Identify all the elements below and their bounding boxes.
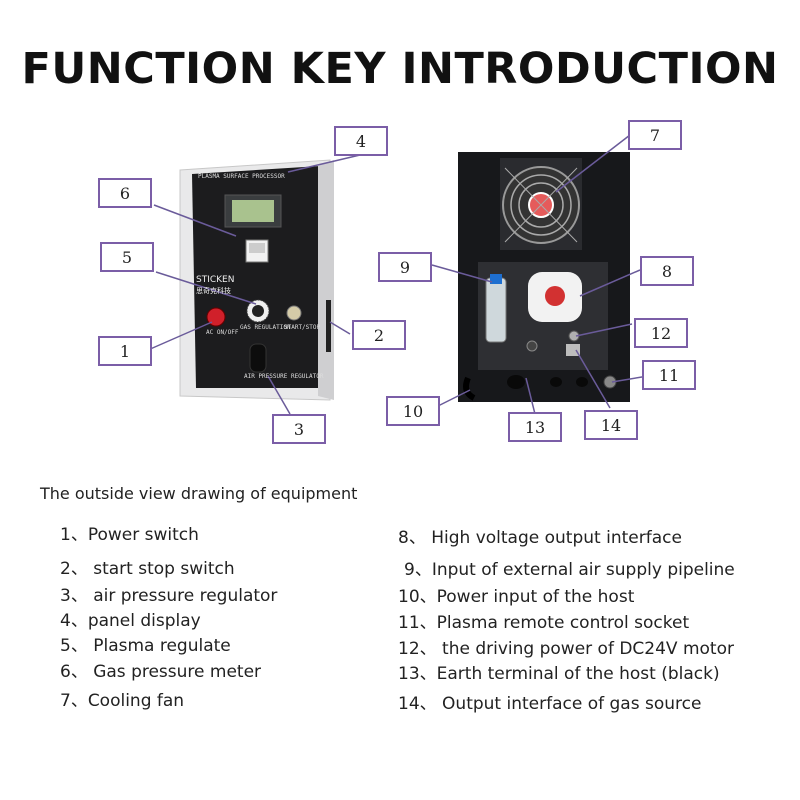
callout-8: 8 (640, 256, 694, 286)
callout-12: 12 (634, 318, 688, 348)
legend-item: 5、 Plasma regulate (60, 636, 231, 656)
front-view (179, 159, 334, 401)
legend-item: 3、 air pressure regulator (60, 586, 278, 606)
callout-6: 6 (98, 178, 152, 208)
callout-14: 14 (584, 410, 638, 440)
legend-item: 8、 High voltage output interface (398, 528, 682, 548)
back-view (458, 152, 630, 402)
legend-item: 7、Cooling fan (60, 691, 185, 711)
figure-caption: The outside view drawing of equipment (40, 484, 358, 503)
legend-item: 11、Plasma remote control socket (398, 613, 690, 633)
legend-item: 12、 the driving power of DC24V motor (398, 639, 734, 659)
callout-1: 1 (98, 336, 152, 366)
callout-4: 4 (334, 126, 388, 156)
equipment-figure: PLASMA SURFACE PROCESSOR STICKEN 思奇克科技 A… (0, 100, 800, 460)
leader-lines (147, 134, 649, 419)
start-stop-label: START/STOP (284, 324, 321, 331)
legend-item: 4、panel display (60, 611, 201, 631)
callout-5: 5 (100, 242, 154, 272)
power-label: AC ON/OFF (206, 329, 239, 336)
start-stop-button (286, 305, 302, 321)
regulation-label: GAS REGULATION (240, 324, 291, 331)
equipment-illustration (147, 134, 649, 419)
legend-item: 6、 Gas pressure meter (60, 662, 262, 682)
legend-item: 10、Power input of the host (398, 587, 635, 607)
callout-13: 13 (508, 412, 562, 442)
brand-subtitle: 思奇克科技 (196, 287, 231, 295)
air-regulator-label: AIR PRESSURE REGULATOR (244, 373, 324, 380)
legend-item: 14、 Output interface of gas source (398, 694, 702, 714)
legend-item: 9、Input of external air supply pipeline (404, 560, 735, 580)
panel-title: PLASMA SURFACE PROCESSOR (198, 173, 285, 180)
callout-3: 3 (272, 414, 326, 444)
legend-item: 1、Power switch (60, 525, 199, 545)
callout-2: 2 (352, 320, 406, 350)
callout-11: 11 (642, 360, 696, 390)
callout-7: 7 (628, 120, 682, 150)
callout-10: 10 (386, 396, 440, 426)
callout-9: 9 (378, 252, 432, 282)
brand-logo: STICKEN (196, 275, 235, 285)
page-title: FUNCTION KEY INTRODUCTION (21, 44, 779, 94)
legend-item: 2、 start stop switch (60, 559, 235, 579)
legend-item: 13、Earth terminal of the host (black) (398, 664, 720, 684)
